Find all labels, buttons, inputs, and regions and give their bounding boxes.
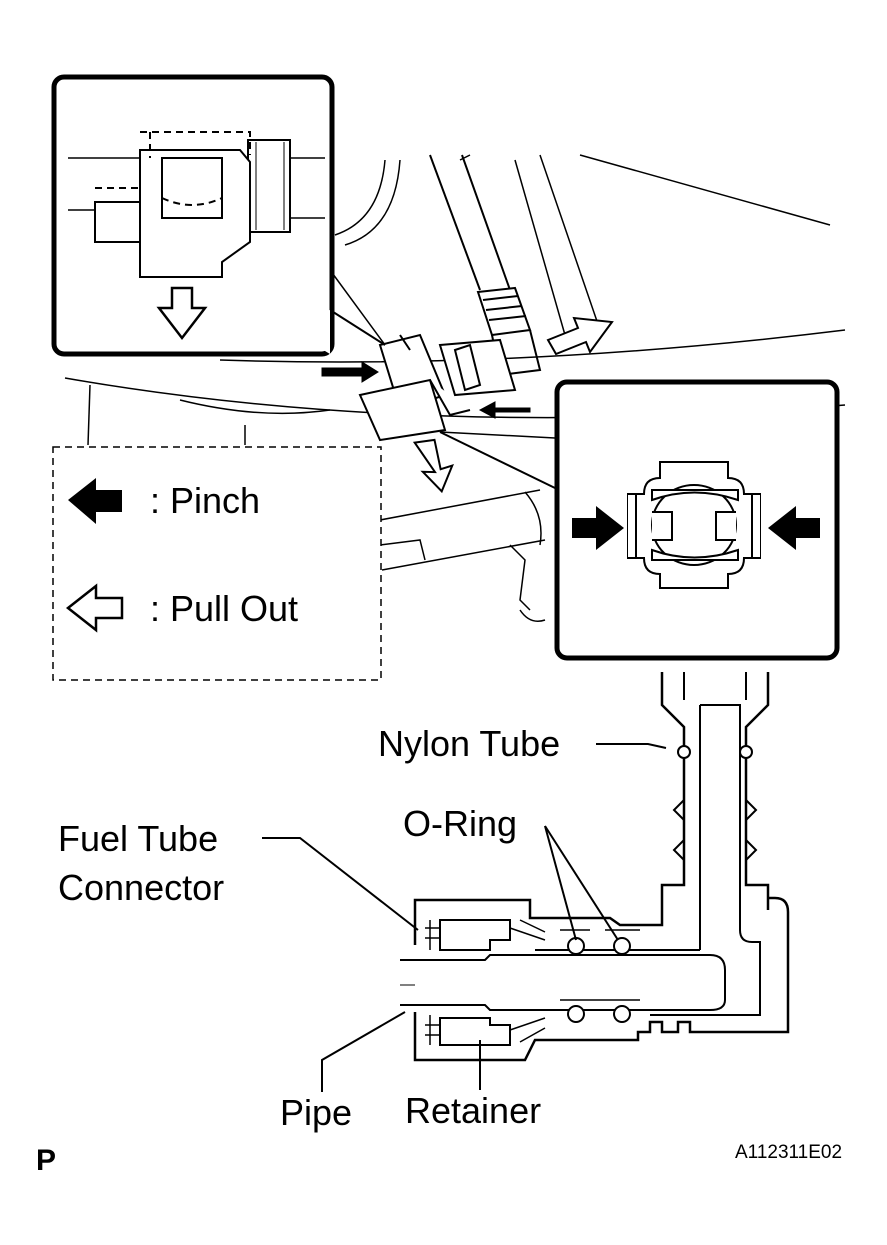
pinch-detail-callout: [554, 379, 840, 661]
pinch-legend-icon: [68, 478, 122, 524]
callout-leaders: [329, 269, 556, 489]
pull-out-arrows: [412, 316, 614, 494]
fuel-hoses: [429, 154, 542, 377]
nylon-tube-label: Nylon Tube: [378, 723, 560, 764]
pinch-legend-label: : Pinch: [150, 480, 260, 521]
fuel-tube-connector-label-line2: Connector: [58, 867, 224, 908]
connector-assembly: [358, 333, 517, 442]
retainer-label: Retainer: [405, 1090, 541, 1131]
figure-code: A112311E02: [735, 1142, 842, 1163]
label-leader-lines: [262, 743, 667, 1092]
pull-out-legend-icon: [65, 583, 124, 633]
pull-out-arrow-down: [156, 286, 208, 341]
pinch-arrow-left-side: [572, 506, 624, 550]
o-ring-label: O-Ring: [403, 803, 517, 844]
connector-pinch-arrows: [321, 361, 531, 419]
connector-cross-section: [400, 672, 790, 1062]
pull-out-legend-label: : Pull Out: [150, 588, 298, 629]
fuel-tube-connector-label-line1: Fuel Tube: [58, 818, 218, 859]
retainer-detail-callout: [51, 74, 335, 357]
vehicle-underbody-outline: [64, 154, 846, 622]
page-marker: P: [36, 1144, 56, 1177]
pipe-label: Pipe: [280, 1092, 352, 1133]
legend-box: [52, 446, 382, 681]
pinch-arrow-right-side: [768, 506, 820, 550]
